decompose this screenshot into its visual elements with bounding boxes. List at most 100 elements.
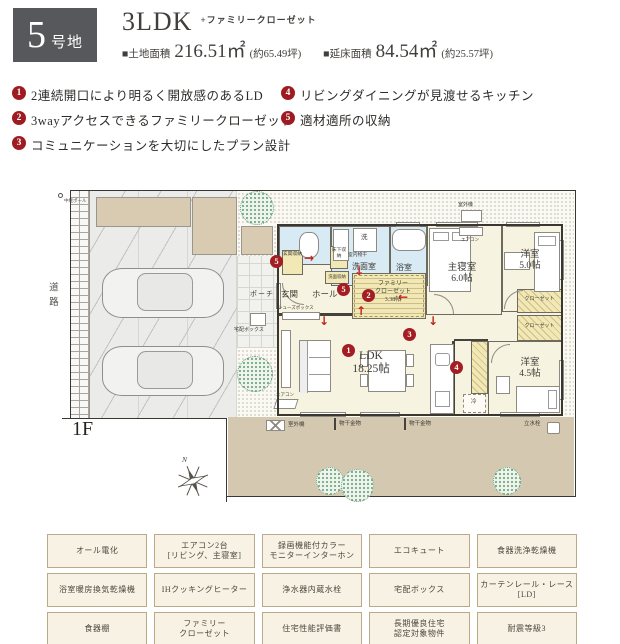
feature-number-5: 5 xyxy=(281,111,295,125)
marker-5: 5 xyxy=(337,283,350,296)
tag-all-electric: オール電化 xyxy=(47,534,148,568)
floor-area-label: ■延床面積 xyxy=(323,49,372,60)
window xyxy=(436,222,478,227)
floor-label: 1F xyxy=(72,418,94,440)
pole-icon xyxy=(58,193,63,198)
pantry-storage xyxy=(471,341,488,394)
entrance-label: 玄関 xyxy=(281,289,299,299)
approach-path xyxy=(237,256,277,348)
fridge-icon xyxy=(463,394,486,413)
bathtub-icon xyxy=(392,229,426,251)
chair-icon xyxy=(360,354,368,367)
desk-icon xyxy=(496,376,510,394)
land-area-label: ■土地面積 xyxy=(122,49,171,60)
tag-family-closet: ファミリー クローゼット xyxy=(154,612,255,644)
faucet-icon xyxy=(547,422,560,434)
window xyxy=(360,412,400,417)
land-area-note: (約65.49坪) xyxy=(249,49,302,60)
washer-label: 洗 xyxy=(361,234,368,241)
bed-icon xyxy=(429,228,471,292)
underfloor-storage-label: 床下収納 xyxy=(331,248,347,259)
delivery-label: 宅配ボックス xyxy=(234,328,264,333)
feature-text-2: 3wayアクセスできるファミリークローゼット xyxy=(31,114,294,128)
stove-icon xyxy=(435,391,450,407)
tag-long-term-housing: 長期優良住宅 認定対象物件 xyxy=(369,612,470,644)
feature-text-4: リビングダイニングが見渡せるキッチン xyxy=(300,89,535,103)
wall xyxy=(454,339,488,341)
chair-icon xyxy=(406,354,414,367)
aircon-icon xyxy=(459,227,483,236)
outdoor-unit-icon xyxy=(461,210,482,222)
equipment-tag-grid: オール電化 エアコン2台 [リビング、主寝室] 録画機能付カラー モニターインタ… xyxy=(47,534,577,644)
closet-label: クローゼット xyxy=(524,324,555,329)
car xyxy=(102,346,224,396)
laundry-label: 物干金物 xyxy=(339,421,362,427)
plan-suffix: +ファミリークローゼット xyxy=(200,15,317,25)
tag-ih-heater: IHクッキングヒーター xyxy=(154,573,255,607)
floor-area-value: 84.54㎡ xyxy=(375,41,438,62)
tag-performance-report: 住宅性能評価書 xyxy=(261,612,363,644)
feature-item-2: 2 3wayアクセスできるファミリークローゼット xyxy=(12,110,293,129)
feature-text-3: コミュニケーションを大切にしたプラン設計 xyxy=(31,139,291,153)
compass-icon: N xyxy=(174,455,214,500)
master-bedroom-label: 主寝室 6.0帖 xyxy=(447,263,477,284)
tag-bath-dryer: 浴室暖房換気乾燥機 xyxy=(47,573,148,607)
chair-icon xyxy=(360,374,368,387)
tag-aircon: エアコン2台 [リビング、主寝室] xyxy=(154,534,255,568)
washroom-label: 洗面室 xyxy=(352,262,376,271)
planter-bed xyxy=(192,197,237,255)
flow-arrow-left-icon: ← xyxy=(398,290,409,304)
tag-curtain-rail: カーテンレール・レース [LD] xyxy=(476,573,577,607)
tree-icon xyxy=(240,191,274,225)
tree-icon xyxy=(237,356,273,392)
outdoor-unit-label: 室外機 xyxy=(288,422,305,428)
feature-item-4: 4 リビングダイニングが見渡せるキッチン xyxy=(281,85,534,104)
lot-badge: 5 号地 xyxy=(13,8,97,62)
washroom-storage xyxy=(325,271,349,284)
bush-icon xyxy=(316,467,344,495)
sofa-icon xyxy=(299,340,331,393)
vanity-icon xyxy=(333,229,349,261)
marker-3: 3 xyxy=(403,328,416,341)
aircon-icon xyxy=(273,399,299,409)
lot-number: 5 xyxy=(26,14,46,56)
flow-arrow-down-icon: ↓ xyxy=(319,314,330,328)
chair-icon xyxy=(406,374,414,387)
delivery-box-icon xyxy=(250,313,266,326)
plan-type: 3LDK xyxy=(122,7,193,36)
window xyxy=(506,222,540,227)
flow-arrow-down-icon: ↓ xyxy=(354,264,365,278)
marker-4: 4 xyxy=(450,361,463,374)
floor-area-note: (約25.57坪) xyxy=(441,49,493,60)
sofa-seam xyxy=(309,357,331,358)
tv-board-icon xyxy=(281,330,291,388)
feature-number-2: 2 xyxy=(12,111,26,125)
car-cabin xyxy=(137,351,193,389)
gravel-top xyxy=(237,192,574,225)
tag-dishwasher: 食器洗浄乾燥機 xyxy=(476,534,577,568)
area-row: ■土地面積 216.51㎡ (約65.49坪) ■延床面積 84.54㎡ (約2… xyxy=(122,36,493,63)
flow-arrow-up-icon: ↑ xyxy=(356,304,367,318)
fridge-label: 冷 xyxy=(471,399,477,405)
family-closet-label: ファミリー クローゼット 3.38帖 xyxy=(374,281,411,303)
hall-label: ホール xyxy=(312,289,338,299)
wash-storage-label: 洗面収納 xyxy=(328,274,346,279)
toilet-icon xyxy=(299,232,319,258)
feature-number-3: 3 xyxy=(12,136,26,150)
planter-bed xyxy=(96,197,191,227)
road-label: 道路 xyxy=(46,282,57,311)
west45-label: 洋室 4.5帖 xyxy=(519,358,541,379)
window xyxy=(559,360,564,400)
sofa-back xyxy=(300,341,308,393)
room-family-closet xyxy=(352,273,426,319)
window xyxy=(300,412,346,417)
desk-icon xyxy=(504,252,530,270)
tag-cupboard: 食器棚 xyxy=(47,612,148,644)
indoor-drying-label: 室内物干 xyxy=(348,253,368,258)
tag-delivery-box: 宅配ボックス xyxy=(369,573,470,607)
bush-icon xyxy=(341,469,374,502)
flow-arrow-right-icon: → xyxy=(304,251,315,265)
sink-icon xyxy=(435,353,450,366)
marker-1: 1 xyxy=(342,344,355,357)
